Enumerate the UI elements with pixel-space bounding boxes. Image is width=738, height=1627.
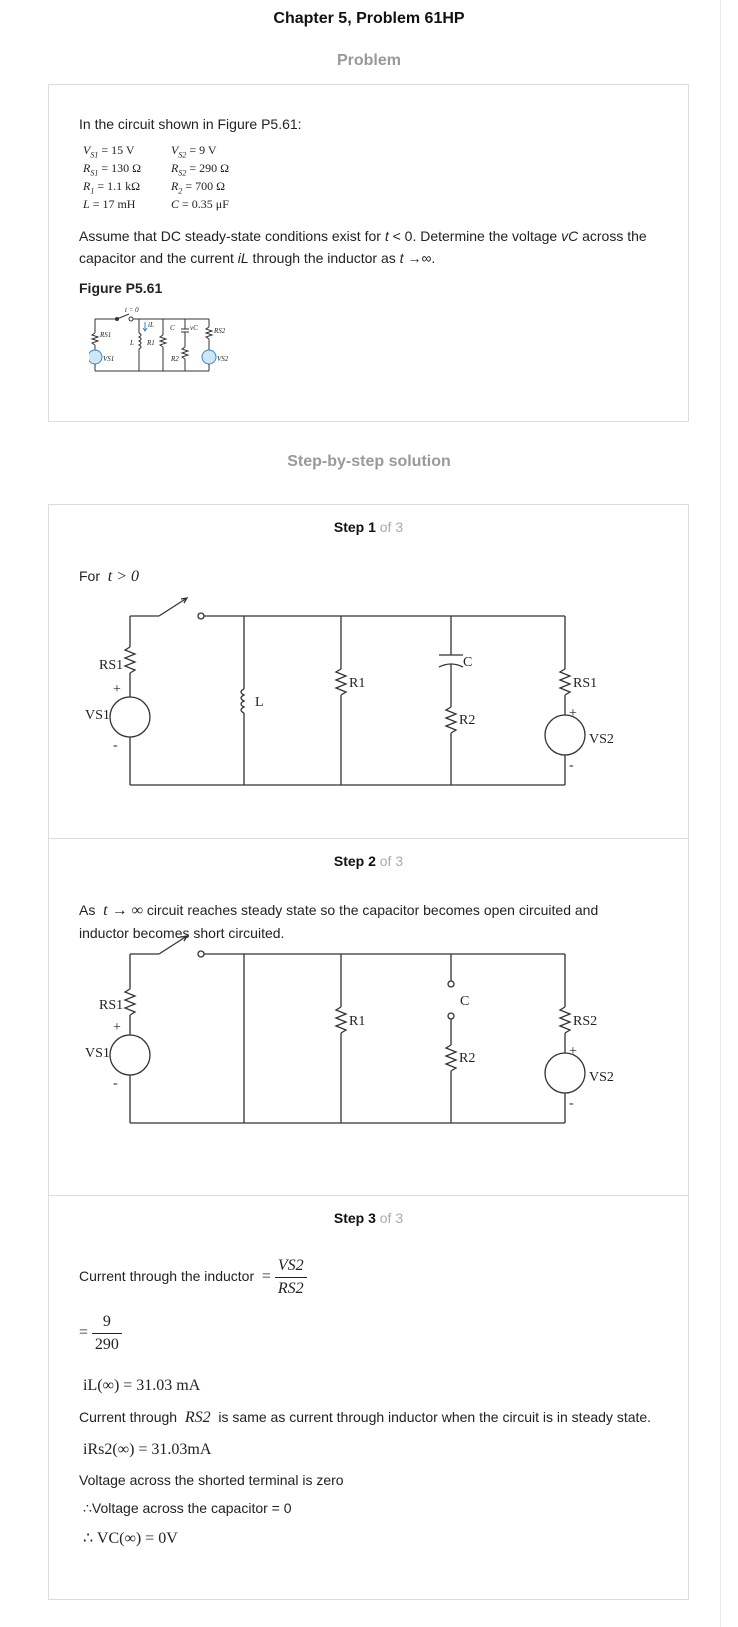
- voltage-shorted-text: Voltage across the shorted terminal is z…: [79, 1472, 344, 1488]
- il-result: iL(∞) = 31.03 mA: [83, 1377, 201, 1394]
- step2-rs-left-label: RS1: [99, 998, 123, 1013]
- given-item: C = 0.35 μF: [171, 197, 229, 211]
- step2-r1-label: R1: [349, 1014, 365, 1029]
- step1-rs-right-label: RS1: [573, 676, 597, 691]
- figure-p5-61: t = 0 iL L R1 C vC RS2 RS1 R2 VS1 VS2: [89, 306, 229, 372]
- step1-r1-label: R1: [349, 676, 365, 691]
- given-item: R1 = 1.1 kΩ: [83, 179, 141, 196]
- current-through-rs2: Current through RS2 is same as current t…: [79, 1409, 652, 1426]
- step1-plus-right: +: [569, 706, 577, 721]
- fig-vs2-label: VS2: [217, 355, 229, 363]
- given-item: VS2 = 9 V: [171, 143, 217, 160]
- problem-assume-line1: Assume that DC steady-state conditions e…: [79, 228, 647, 244]
- fig-l-label: L: [129, 339, 134, 347]
- capacitor-voltage-text: ∴Voltage across the capacitor = 0: [83, 1500, 292, 1516]
- fig-r1-label: R1: [146, 339, 155, 347]
- figure-label: Figure P5.61: [79, 280, 163, 296]
- given-item: RS2 = 290 Ω: [171, 161, 230, 178]
- fig-vs1-label: VS1: [103, 355, 114, 363]
- fig-il-label: iL: [148, 321, 154, 329]
- problem-card: In the circuit shown in Figure P5.61: VS…: [48, 84, 689, 422]
- page-scrollbar[interactable]: [720, 0, 738, 1627]
- step2-plus-right: +: [569, 1044, 577, 1059]
- step-1-circuit: RS1 + VS1 - L R1 C R2 RS1 + VS2 -: [85, 597, 614, 786]
- step-2-circuit: RS1 + VS1 - R1 C R2 RS2 + VS2 -: [85, 935, 614, 1124]
- step2-minus-right: -: [569, 1096, 574, 1111]
- solution-section-title: Step-by-step solution: [287, 453, 451, 470]
- problem-assume-line2: capacitor and the current iL through the…: [79, 250, 436, 266]
- step2-plus-left: +: [113, 1020, 121, 1035]
- step-divider: [49, 1195, 688, 1196]
- given-item: RS1 = 130 Ω: [83, 161, 142, 178]
- step-3-header: Step 3 of 3: [333, 1210, 404, 1226]
- irs2-result: iRs2(∞) = 31.03mA: [83, 1441, 212, 1458]
- fig-c-label: C: [170, 324, 175, 332]
- fig-rs2-label: RS2: [213, 327, 226, 335]
- step1-minus-right: -: [569, 758, 574, 773]
- step2-c-label: C: [460, 994, 469, 1009]
- step1-r2-label: R2: [459, 713, 475, 728]
- step-2-header: Step 2 of 3: [333, 853, 404, 869]
- step1-minus-left: -: [113, 738, 118, 753]
- problem-intro: In the circuit shown in Figure P5.61:: [79, 116, 302, 132]
- given-item: L = 17 mH: [83, 197, 136, 211]
- step1-vs-right-label: VS2: [589, 732, 614, 747]
- step-divider: [49, 838, 688, 839]
- step1-c-label: C: [463, 655, 472, 670]
- step1-rs-left-label: RS1: [99, 658, 123, 673]
- problem-section-title: Problem: [336, 52, 401, 69]
- step1-l-label: L: [255, 695, 264, 710]
- step1-vs-left-label: VS1: [85, 708, 110, 723]
- step-2-text: As t → ∞ circuit reaches steady state so…: [79, 902, 599, 941]
- given-item: VS1 = 15 V: [83, 143, 135, 160]
- step2-r2-label: R2: [459, 1051, 475, 1066]
- given-item: R2 = 700 Ω: [171, 179, 226, 196]
- page-title: Chapter 5, Problem 61HP: [273, 10, 465, 27]
- step-1-header: Step 1 of 3: [333, 519, 404, 535]
- fig-r2-label: R2: [170, 355, 179, 363]
- step2-rs-right-label: RS2: [573, 1014, 597, 1029]
- step2-vs-right-label: VS2: [589, 1070, 614, 1085]
- fig-switch-label: t = 0: [125, 306, 139, 314]
- step-1-intro: For t > 0: [79, 568, 140, 585]
- fig-rs1-label: RS1: [99, 331, 111, 339]
- solution-card: Step 1 of 3 For t > 0: [48, 504, 689, 1600]
- step1-plus-left: +: [113, 682, 121, 697]
- step2-minus-left: -: [113, 1076, 118, 1091]
- fig-vc-label: vC: [190, 324, 198, 332]
- vc-result: ∴ VC(∞) = 0V: [83, 1530, 178, 1547]
- step2-vs-left-label: VS1: [85, 1046, 110, 1061]
